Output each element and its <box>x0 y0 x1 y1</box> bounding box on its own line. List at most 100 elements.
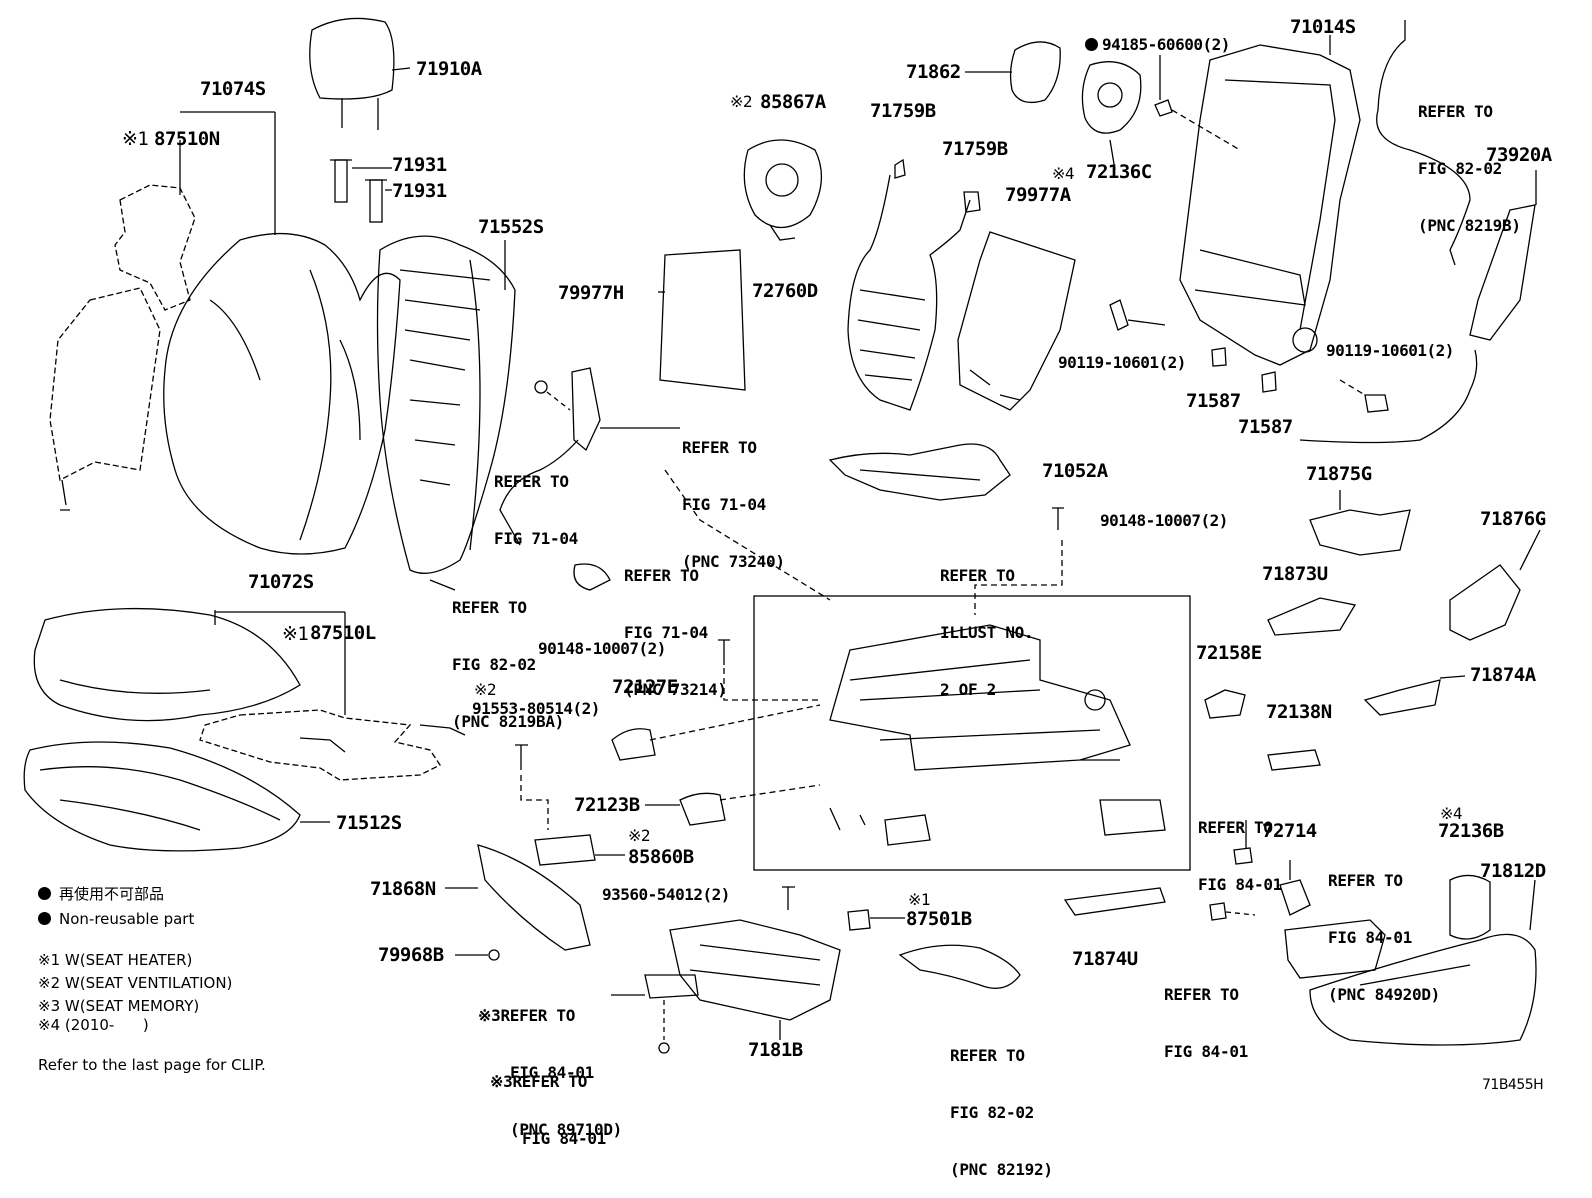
non-reusable-dot-icon <box>38 912 51 925</box>
legend-jp-text: 再使用不可部品 <box>59 885 165 903</box>
seat-heater-pad-drawing <box>199 709 466 781</box>
seat-track-assembly-drawing <box>829 624 1166 846</box>
legend-note-2: ※2 W(SEAT VENTILATION) <box>38 974 233 992</box>
ref-line: ILLUST NO. <box>940 623 1034 642</box>
switch-base-drawing <box>1284 919 1386 979</box>
clip-79968b-drawing <box>455 949 500 961</box>
label-90148-top: 90148-10007(2) <box>1100 511 1228 530</box>
label-72136b-note: ※4 <box>1440 804 1463 823</box>
label-85867a: 85867A <box>760 91 826 113</box>
refer-fig-71-04: REFER TO FIG 71-04 <box>494 434 578 567</box>
ref-line: (PNC 82192) <box>950 1160 1053 1179</box>
label-85860b-note: ※2 <box>628 826 651 845</box>
ref-line: ※3REFER TO <box>478 1006 576 1025</box>
ref-line: (PNC 8219B) <box>1418 216 1521 235</box>
label-71072s: 71072S <box>248 571 314 593</box>
label-71052a: 71052A <box>1042 460 1108 482</box>
side-shield-71812d-drawing <box>1309 879 1537 1046</box>
label-71910a: 71910A <box>416 58 482 80</box>
label-90119-right: 90119-10601(2) <box>1326 341 1454 360</box>
label-71759b-left: 71759B <box>870 100 936 122</box>
wire-harness-back-drawing <box>1299 20 1478 444</box>
label-87510n-note: ※1 <box>122 128 149 150</box>
legend-note-1: ※1 W(SEAT HEATER) <box>38 951 193 969</box>
label-71931-upper: 71931 <box>392 154 447 176</box>
label-71874a: 71874A <box>1470 664 1536 686</box>
label-87501b-note: ※1 <box>908 890 931 909</box>
headrest-guide-drawing <box>330 159 392 223</box>
label-72127e: 72127E <box>612 676 678 698</box>
bolt-84-01-drawing <box>1209 820 1256 921</box>
ref-line: (PNC 84920D) <box>1328 985 1440 1004</box>
label-72158e: 72158E <box>1196 642 1262 664</box>
ref-line: REFER TO <box>452 598 527 617</box>
label-87501b: 87501B <box>906 908 972 930</box>
label-71587-right: 71587 <box>1238 416 1293 438</box>
label-87510l: 87510L <box>310 622 376 644</box>
headrest-drawing <box>309 17 411 130</box>
seat-switch-72714-drawing <box>1279 860 1311 916</box>
back-heater-pad-drawing <box>49 140 196 511</box>
cover-71873u-drawing <box>1267 597 1357 636</box>
legend-note-4: ※4 (2010- ) <box>38 1016 149 1034</box>
legend-non-reusable-jp: 再使用不可部品 <box>38 887 164 902</box>
ref-line: 2 OF 2 <box>940 680 996 699</box>
ref-line: FIG 84-01 <box>1198 875 1282 894</box>
label-71552s: 71552S <box>478 216 544 238</box>
label-71875g: 71875G <box>1306 463 1372 485</box>
label-72136c: 72136C <box>1086 161 1152 183</box>
label-91553: 91553-80514(2) <box>472 699 600 718</box>
ref-line: FIG 82-02 <box>452 655 536 674</box>
ref-line: REFER TO <box>682 438 757 457</box>
ref-line: (PNC 73214) <box>624 680 727 699</box>
wire-harness-82192-drawing <box>898 944 1021 989</box>
ref-line: FIG 71-04 <box>682 495 766 514</box>
clip-71587-drawing <box>1211 347 1277 393</box>
ref-line: REFER TO <box>624 566 699 585</box>
seat-cushion-pad-drawing <box>23 741 330 852</box>
cover-72158e-drawing <box>1204 689 1246 719</box>
cushion-shield-drawing <box>445 844 591 951</box>
lumbar-motor-72136b-drawing <box>1449 874 1491 940</box>
ref-line: (PNC 8219BA) <box>452 712 564 731</box>
label-87510l-note: ※1 <box>282 623 309 645</box>
label-71873u: 71873U <box>1262 563 1328 585</box>
cover-71874u-drawing <box>1063 887 1166 916</box>
ref-line: FIG 71-04 <box>624 623 708 642</box>
refer-fig-82-02-pnc-82192: REFER TO FIG 82-02 (PNC 82192) <box>950 1008 1053 1198</box>
side-airbag-drawing <box>1469 170 1537 341</box>
ref-line: ※3REFER TO <box>490 1072 588 1091</box>
cover-71874a-drawing <box>1363 675 1466 716</box>
seatback-pad-drawing <box>376 235 516 591</box>
ref-line: FIG 84-01 <box>1164 1042 1248 1061</box>
ref-line: REFER TO <box>940 566 1015 585</box>
ref-line: FIG 82-02 <box>1418 159 1502 178</box>
label-71587-left: 71587 <box>1186 390 1241 412</box>
legend-en-text: Non-reusable part <box>59 910 195 928</box>
seatback-frame-drawing <box>1179 35 1361 366</box>
wire-bracket-71052a-drawing <box>828 443 1011 501</box>
refer-fig-71-04-pnc-73240: REFER TO FIG 71-04 (PNC 73240) <box>682 400 785 590</box>
ref-line: FIG 82-02 <box>950 1103 1034 1122</box>
label-71931-lower: 71931 <box>392 180 447 202</box>
label-72760d: 72760D <box>752 280 818 302</box>
label-72138n: 72138N <box>1266 701 1332 723</box>
label-71074s: 71074S <box>200 78 266 100</box>
ref-line: (PNC 73240) <box>682 552 785 571</box>
nut-94185-drawing <box>1154 55 1241 151</box>
ref-line: REFER TO <box>1198 818 1273 837</box>
wire-harness-small-drawing <box>573 563 611 591</box>
label-71876g: 71876G <box>1480 508 1546 530</box>
refer-fig-84-01-pnc-84920d: REFER TO FIG 84-01 (PNC 84920D) <box>1328 833 1440 1023</box>
refer-fig-82-02-pnc-8219b: REFER TO FIG 82-02 (PNC 8219B) <box>1418 64 1521 254</box>
ref-line: REFER TO <box>1164 985 1239 1004</box>
bolt-90119-drawing <box>1109 299 1389 413</box>
label-73920a: 73920A <box>1486 144 1552 166</box>
label-79977a: 79977A <box>1005 184 1071 206</box>
parts-diagram-art <box>23 17 1541 1054</box>
label-71868n: 71868N <box>370 878 436 900</box>
ref-line: FIG 84-01 <box>522 1129 606 1148</box>
label-72136b: 72136B <box>1438 820 1504 842</box>
clip-note: Refer to the last page for CLIP. <box>38 1056 266 1074</box>
legend-note-3: ※3 W(SEAT MEMORY) <box>38 997 200 1015</box>
